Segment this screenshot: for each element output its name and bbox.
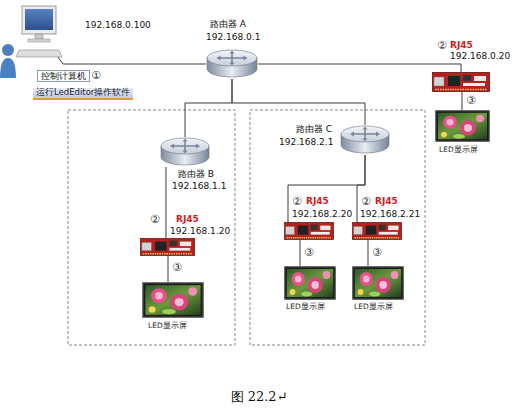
network-cable <box>368 240 369 266</box>
screen-label: LED显示屏 <box>148 322 187 331</box>
router-name: 路由器 C <box>296 124 332 134</box>
callout-number: ③ <box>172 262 182 273</box>
led-screen: LED显示屏 <box>435 110 490 142</box>
port-label: RJ45 <box>375 196 398 206</box>
network-cable <box>300 240 301 266</box>
ip-address: 192.168.0.20 <box>450 51 510 61</box>
ip-address: 192.168.0.100 <box>85 20 151 30</box>
led-screen-icon <box>353 267 403 299</box>
network-cable <box>288 155 365 222</box>
controller-card: RJ45192.168.2.20 <box>284 222 334 240</box>
router-node: 路由器 A192.168.0.1 <box>206 49 258 79</box>
figure-caption: 图 22.2↵ <box>0 388 518 406</box>
router-icon <box>161 138 209 165</box>
ip-address: 192.168.2.21 <box>360 209 420 219</box>
led-screen-icon <box>143 283 203 317</box>
callout-number: ② <box>150 214 160 225</box>
computer-node: 192.168.0.100控制计算机运行LedEditor操作软件 <box>15 6 63 66</box>
router-node: 路由器 C192.168.2.1 <box>340 125 390 155</box>
led-screen: LED显示屏 <box>352 266 404 300</box>
callout-number: ② <box>361 196 371 207</box>
controller-card-icon <box>284 222 333 239</box>
led-screen: LED显示屏 <box>142 282 204 318</box>
ip-address: 192.168.2.1 <box>279 137 333 147</box>
router-name: 路由器 B <box>178 169 214 179</box>
computer-label: 控制计算机 <box>37 70 90 82</box>
software-label: 运行LedEditor操作软件 <box>33 88 133 100</box>
controller-card: RJ45192.168.2.21 <box>352 222 402 240</box>
ip-address: 192.168.2.20 <box>292 209 352 219</box>
router-name: 路由器 A <box>210 19 246 29</box>
callout-number: ② <box>437 40 447 51</box>
controller-card: RJ45192.168.1.20 <box>140 238 195 256</box>
user-icon <box>0 44 16 78</box>
callout-number: ③ <box>304 247 314 258</box>
network-cable <box>232 79 365 125</box>
network-cable <box>168 256 169 282</box>
screen-label: LED显示屏 <box>439 146 478 155</box>
network-cable <box>462 92 463 110</box>
screen-label: LED显示屏 <box>286 303 325 312</box>
callout-number: ③ <box>372 247 382 258</box>
network-cable <box>185 79 232 137</box>
port-label: RJ45 <box>176 214 199 224</box>
ip-address: 192.168.1.1 <box>172 181 226 191</box>
network-cable <box>166 167 167 238</box>
controller-card: RJ45192.168.0.20 <box>432 72 490 92</box>
computer-icon <box>16 6 63 64</box>
ip-address: 192.168.1.20 <box>170 226 230 236</box>
group-frame <box>68 110 235 345</box>
screen-label: LED显示屏 <box>354 303 393 312</box>
router-icon <box>207 50 257 77</box>
callout-number: ③ <box>466 95 476 106</box>
network-cable <box>63 64 206 65</box>
controller-card-icon <box>352 222 401 239</box>
callout-number: ② <box>292 196 302 207</box>
port-label: RJ45 <box>306 196 329 206</box>
network-cable <box>258 64 461 72</box>
router-node: 路由器 B192.168.1.1 <box>160 137 210 167</box>
router-icon <box>341 126 389 153</box>
callout-number: ① <box>91 70 101 81</box>
led-screen-icon <box>436 111 489 141</box>
group-frame <box>250 110 425 345</box>
led-screen-icon <box>285 267 335 299</box>
ip-address: 192.168.0.1 <box>206 32 260 42</box>
led-screen: LED显示屏 <box>284 266 336 300</box>
controller-card-icon <box>433 73 490 92</box>
port-label: RJ45 <box>450 40 473 50</box>
controller-card-icon <box>140 238 194 255</box>
